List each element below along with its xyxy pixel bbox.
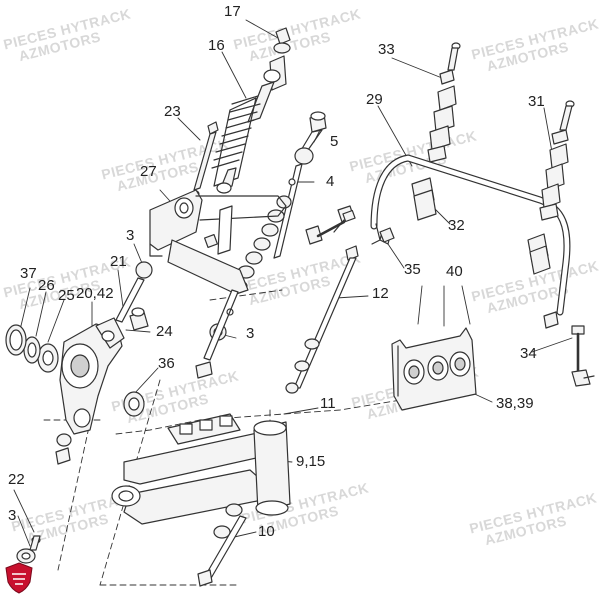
callout-24: 24 bbox=[156, 323, 173, 340]
callout-25: 25 bbox=[58, 287, 75, 304]
callout-32: 32 bbox=[448, 217, 465, 234]
callout-17: 17 bbox=[224, 3, 241, 20]
bolt-10 bbox=[197, 503, 247, 587]
callout-5: 5 bbox=[330, 133, 339, 150]
callout-11: 11 bbox=[320, 395, 336, 412]
bolt-21 bbox=[115, 261, 153, 331]
bolt-5 bbox=[273, 111, 327, 259]
callout-3c: 3 bbox=[8, 507, 17, 524]
callout-40: 40 bbox=[446, 263, 463, 280]
callout-21: 21 bbox=[110, 253, 127, 270]
seal-36 bbox=[123, 391, 145, 417]
callout-27: 27 bbox=[140, 163, 157, 180]
bracket-31 bbox=[539, 100, 575, 221]
bearing-stack bbox=[5, 324, 59, 373]
callout-9-15: 9,15 bbox=[296, 453, 326, 470]
brand-shield-icon bbox=[5, 562, 33, 594]
stabilizer-bar bbox=[370, 154, 571, 316]
callout-10: 10 bbox=[258, 523, 275, 540]
stabilizer-link-upper bbox=[305, 205, 356, 245]
callout-3a: 3 bbox=[126, 227, 135, 244]
callout-23: 23 bbox=[164, 103, 181, 120]
callout-33: 33 bbox=[378, 41, 395, 58]
bolt-3-upper bbox=[195, 289, 239, 379]
bar-clamp-left bbox=[411, 177, 437, 221]
stabilizer-link-34 bbox=[571, 325, 595, 387]
bolt-23 bbox=[192, 121, 219, 198]
callout-38-39: 38,39 bbox=[496, 395, 534, 412]
callout-37: 37 bbox=[20, 265, 37, 282]
nut-35 bbox=[379, 227, 559, 329]
shock-absorber bbox=[211, 27, 291, 194]
bolt-12 bbox=[285, 245, 359, 394]
leader-lines bbox=[13, 19, 573, 547]
knuckle bbox=[59, 317, 125, 435]
callout-22: 22 bbox=[8, 471, 25, 488]
callout-31: 31 bbox=[528, 93, 545, 110]
callout-29: 29 bbox=[366, 91, 383, 108]
bracket-33 bbox=[427, 42, 461, 163]
callout-12: 12 bbox=[372, 285, 389, 302]
protector-plate bbox=[391, 327, 477, 411]
callout-4: 4 bbox=[326, 173, 335, 190]
callout-16: 16 bbox=[208, 37, 225, 54]
lower-nuts bbox=[16, 433, 72, 564]
upper-arm bbox=[149, 189, 287, 295]
callout-36: 36 bbox=[158, 355, 175, 372]
bar-clamp-right bbox=[527, 233, 551, 275]
lower-arm bbox=[111, 413, 291, 525]
callout-35: 35 bbox=[404, 261, 421, 278]
callout-26: 26 bbox=[38, 277, 55, 294]
callout-20-42: 20,42 bbox=[76, 285, 114, 302]
callout-34: 34 bbox=[520, 345, 537, 362]
callout-3b: 3 bbox=[246, 325, 255, 342]
